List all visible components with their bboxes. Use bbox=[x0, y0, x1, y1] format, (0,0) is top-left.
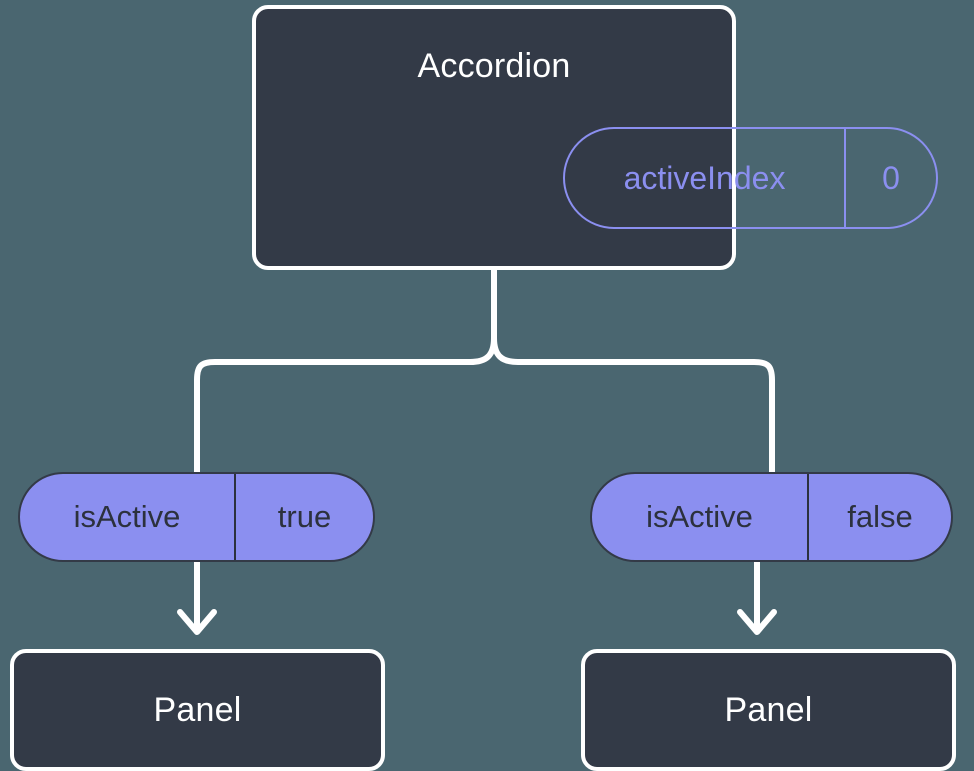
is-active-true-value: true bbox=[277, 499, 332, 534]
is-active-false-value: false bbox=[847, 499, 913, 534]
connector-arrow-right bbox=[737, 562, 777, 635]
accordion-title: Accordion bbox=[417, 47, 571, 85]
is-active-false-badge[interactable]: isActive false bbox=[590, 472, 953, 562]
active-index-state-badge[interactable]: activeIndex 0 bbox=[563, 127, 938, 229]
active-index-key: activeIndex bbox=[565, 129, 846, 227]
connector-arrow-left bbox=[177, 562, 217, 635]
panel-left-card[interactable]: Panel bbox=[10, 649, 385, 771]
connector-brace-left bbox=[194, 335, 497, 475]
connector-brace-right bbox=[491, 335, 775, 475]
active-index-value: 0 bbox=[882, 159, 900, 196]
panel-left-title: Panel bbox=[153, 690, 242, 729]
panel-right-card[interactable]: Panel bbox=[581, 649, 956, 771]
accordion-component-card[interactable]: Accordion activeIndex 0 bbox=[252, 5, 938, 270]
is-active-false-key: isActive bbox=[592, 474, 809, 560]
is-active-true-badge[interactable]: isActive true bbox=[18, 472, 375, 562]
panel-right-title: Panel bbox=[724, 690, 813, 729]
is-active-true-key: isActive bbox=[20, 474, 236, 560]
